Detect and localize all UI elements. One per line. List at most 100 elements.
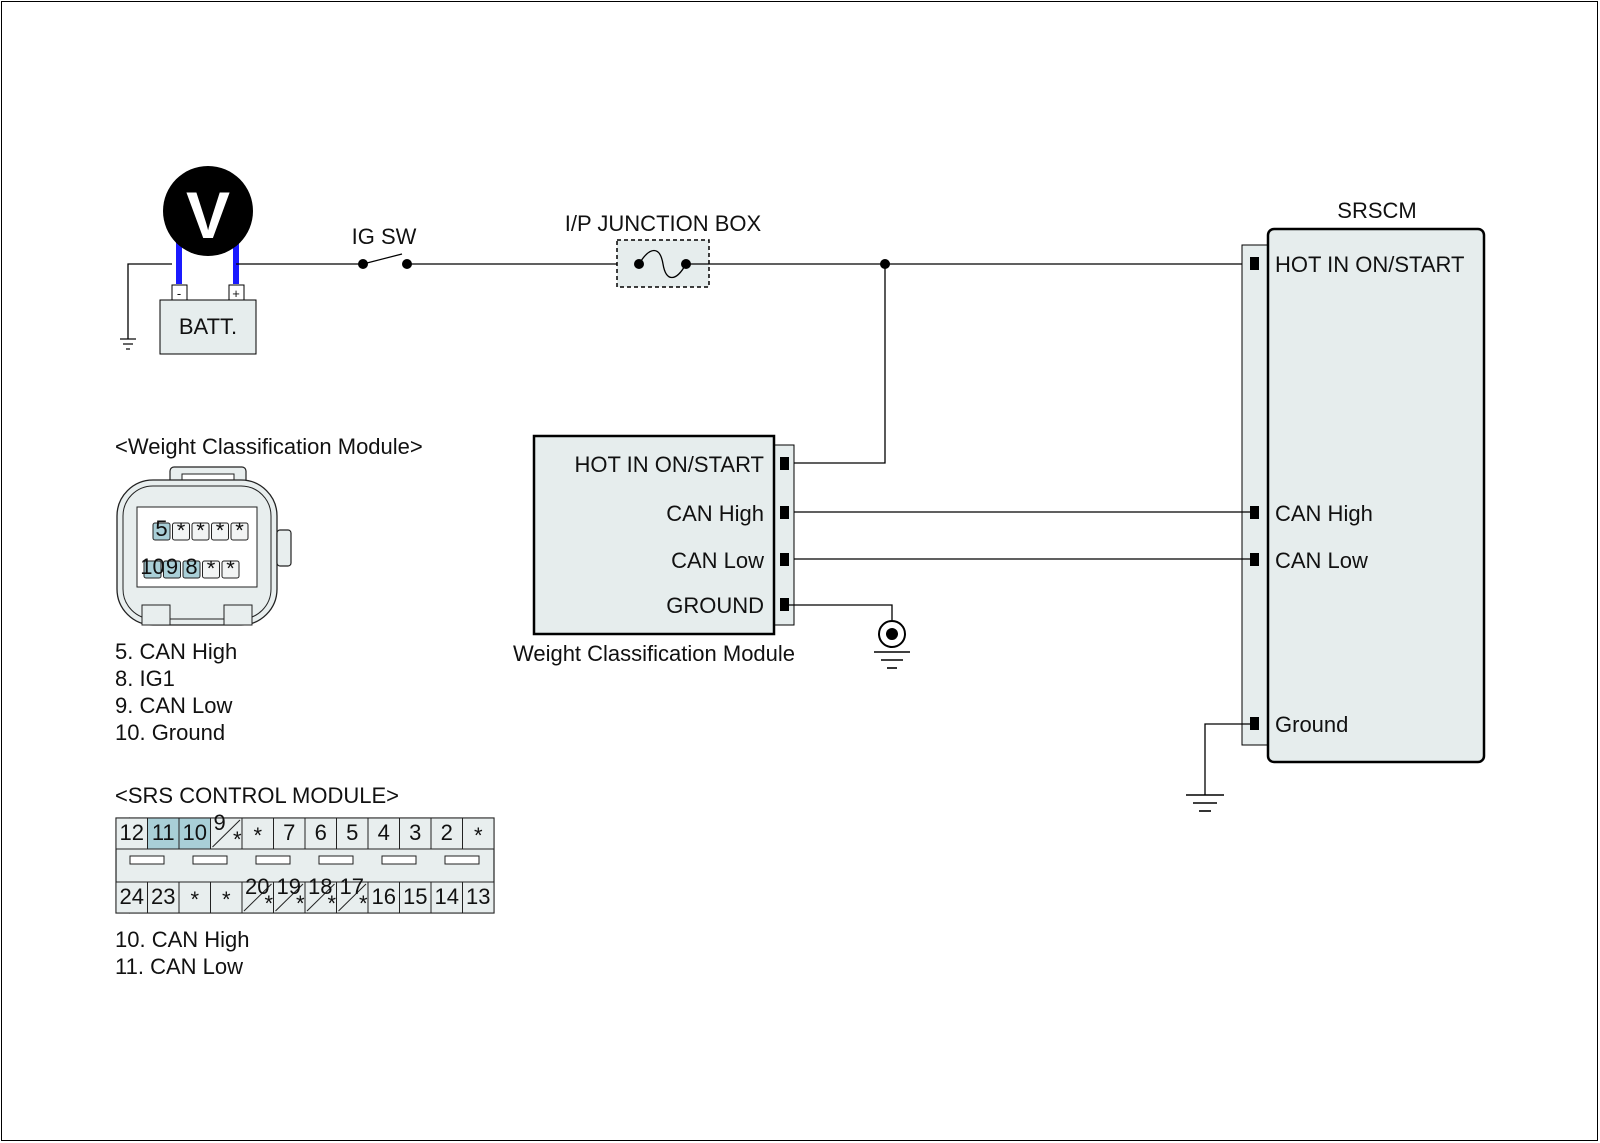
srs-connector-lock-slot [192, 855, 228, 865]
wcm-pin-number: * [196, 518, 205, 543]
srs-pin-number: 6 [315, 820, 327, 845]
wcm-pin-cavity [163, 560, 181, 579]
wcm-pin-cavity [191, 522, 210, 541]
srs-pin-star: * [328, 891, 337, 916]
wcm-pin-label: CAN Low [671, 548, 764, 573]
srs-pin-cell [115, 881, 148, 914]
wcm-pin-number: 10 [140, 554, 164, 579]
wcm-pin-cavity [182, 560, 201, 579]
wcm-body [532, 434, 776, 636]
srs-pin-cell [462, 881, 495, 914]
wcm-ground-icon [874, 620, 910, 669]
srs-pin-star: * [265, 891, 274, 916]
wcm-legend-line: 8. IG1 [115, 666, 175, 691]
srscm-connector-strip [1241, 244, 1271, 746]
battery-positive-label: + [232, 286, 240, 301]
battery: - + BATT. [159, 284, 257, 355]
battery-label: BATT. [179, 314, 237, 339]
srs-pin-number: * [190, 887, 199, 912]
wcm-pin-cavity [211, 522, 229, 541]
wcm-pin-can-high [780, 506, 789, 519]
srscm-ground-wire [1204, 723, 1250, 795]
srscm-pin-ground [1250, 717, 1259, 730]
srs-pin-number: 14 [435, 884, 459, 909]
srs-pin-cell [399, 881, 432, 914]
srs-pin-number: 16 [372, 884, 396, 909]
battery-body [159, 299, 257, 355]
fuse-icon [638, 249, 687, 279]
srs-pin-number: 24 [120, 884, 144, 909]
srs-pin-number: 9 [214, 810, 226, 835]
srs-pin-number: 13 [466, 884, 490, 909]
srs-pin-divider [212, 819, 241, 848]
srs-pin-cell [147, 817, 180, 850]
srs-pin-number: 17 [340, 874, 364, 899]
srs-pin-cell [430, 817, 463, 850]
wcm-pin-number: * [177, 518, 186, 543]
wcm-connector-side-tab [276, 529, 292, 567]
srscm-body [1266, 227, 1486, 764]
srs-pin-cell [367, 817, 400, 850]
wcm-pin-number: 5 [155, 516, 167, 541]
wcm-pin-cavity [152, 522, 171, 541]
srs-pin-cell [462, 817, 495, 850]
srs-pin-cell [273, 817, 306, 850]
wcm-pin-label: HOT IN ON/START [575, 452, 764, 477]
srs-pin-divider [275, 883, 304, 912]
wcm-legend-line: 9. CAN Low [115, 693, 232, 718]
srs-pin-number: 11 [152, 820, 175, 845]
srs-pin-number: * [253, 823, 262, 848]
wcm-pin-number: 9 [166, 554, 178, 579]
wcm-pin-ground [780, 598, 789, 611]
battery-negative-terminal [171, 284, 188, 301]
srs-connector-lock-slot [255, 855, 291, 865]
srs-pin-cell [210, 881, 243, 914]
chassis-ground-icon [120, 338, 136, 350]
srs-connector-title: <SRS CONTROL MODULE> [115, 783, 399, 808]
battery-ground-wire [127, 263, 172, 339]
srscm-ground-icon [1186, 794, 1224, 812]
wcm-ground-wire [789, 604, 893, 620]
wcm-legend-line: 10. Ground [115, 720, 225, 745]
srs-pin-divider [306, 883, 335, 912]
srs-pin-number: 12 [120, 820, 144, 845]
wcm-connector-housing-inner [122, 485, 272, 620]
battery-positive-terminal [228, 284, 245, 301]
srs-pin-number: * [222, 887, 231, 912]
srscm-pin-can-low [1250, 553, 1259, 566]
srscm-pin-label: HOT IN ON/START [1275, 252, 1464, 277]
wcm-pin-label: GROUND [666, 593, 764, 618]
srs-connector-lock-slot [444, 855, 480, 865]
voltmeter-symbol: V [186, 178, 230, 252]
wcm-pin-hot [780, 457, 789, 470]
junction-box-label: I/P JUNCTION BOX [565, 211, 762, 236]
wcm-pin-cavity [202, 560, 220, 579]
wcm-connector-foot [141, 604, 171, 626]
srs-pin-number: 15 [403, 884, 427, 909]
wcm-legend-line: 5. CAN High [115, 639, 237, 664]
srs-pin-number: * [474, 823, 483, 848]
wcm-pin-number: * [235, 518, 244, 543]
srs-pin-number: 23 [151, 884, 175, 909]
srs-pin-number: 7 [283, 820, 295, 845]
wcm-pin-label: CAN High [666, 501, 764, 526]
srs-pin-number: 10 [183, 820, 207, 845]
srs-pin-number: 20 [245, 874, 269, 899]
wcm-pin-number: * [226, 556, 235, 581]
srs-legend-line: 11. CAN Low [115, 954, 243, 979]
srs-pin-cell [178, 881, 211, 914]
wcm-connector-foot [223, 604, 253, 626]
ip-junction-box: I/P JUNCTION BOX [565, 211, 762, 288]
srscm-pin-can-high [1250, 506, 1259, 519]
srs-pin-cell [147, 881, 180, 914]
ig-switch: IG SW [352, 224, 417, 269]
voltmeter-icon [163, 166, 253, 256]
wcm-pin-cavity [143, 560, 162, 579]
srs-pin-star: * [296, 891, 305, 916]
ig-switch-label: IG SW [352, 224, 417, 249]
